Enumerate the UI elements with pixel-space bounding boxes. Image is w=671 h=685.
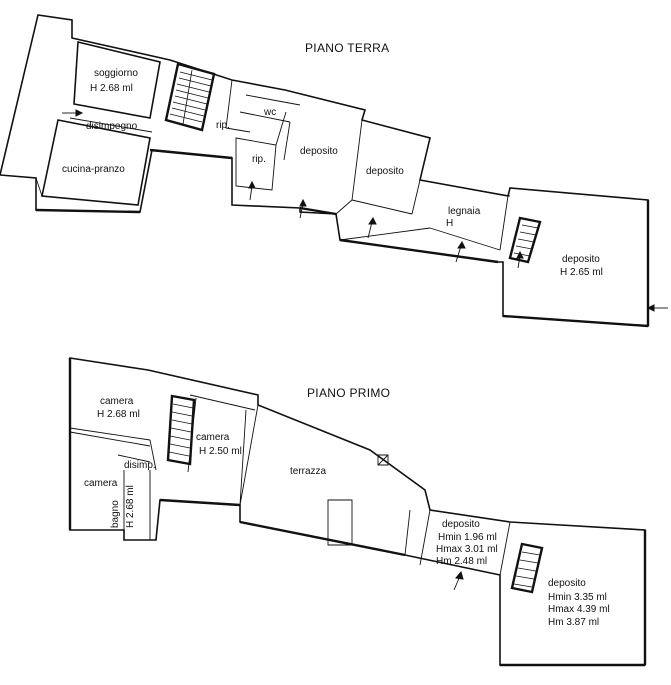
ground-floor-entrance-arrows [62,109,668,312]
room-hmin-deposito-5: Hmin 3.35 ml [548,592,607,603]
ground-floor-stair-2 [508,216,542,264]
room-label-terrazza: terrazza [290,466,327,477]
first-floor-thick-walls [68,358,647,667]
ground-floor-plan: PIANO TERRA soggiorno [0,14,668,328]
ground-floor-stair [164,62,216,132]
first-floor-stair [166,394,196,466]
room-height-camera-2: H 2.50 ml [199,446,242,457]
room-label-camera-3: camera [84,478,118,489]
room-label-disimp: disimp. [124,460,156,471]
first-floor-stair-2 [510,542,544,594]
first-floor-title: PIANO PRIMO [307,386,390,400]
room-hmax-deposito-4: Hmax 3.01 ml [436,544,498,555]
first-floor-chimney [377,454,389,466]
room-label-deposito-1: deposito [300,146,338,157]
room-label-deposito-3: deposito [562,254,600,265]
room-hmin-deposito-4: Hmin 1.96 ml [438,532,497,543]
room-height-bagno: H 2.68 ml [125,485,136,528]
room-label-camera-1: camera [100,396,134,407]
room-label-rip-1: rip. [216,120,230,131]
ground-floor-partitions [35,79,511,251]
room-hm-deposito-4: Hm 2.48 ml [436,556,487,567]
room-label-rip-2: rip. [252,154,266,165]
room-label-legnaia: legnaia [448,206,481,217]
room-label-wc: wc [263,107,276,118]
ground-floor-thick-walls [35,148,650,328]
room-height-soggiorno: H 2.68 ml [90,83,133,94]
room-label-camera-2: camera [196,432,230,443]
room-label-disimpegno: disimpegno [86,121,138,132]
room-label-cucina-pranzo: cucina-pranzo [62,164,125,175]
room-label-deposito-4: deposito [442,519,480,530]
room-hmax-deposito-5: Hmax 4.39 ml [548,604,610,615]
first-floor-entrance-arrows [453,570,464,591]
room-height-camera-1: H 2.68 ml [97,409,140,420]
room-label-deposito-5: deposito [548,578,586,589]
room-height-legnaia: H [446,218,453,229]
first-floor-plan: PIANO PRIMO camera H 2.68 ml camera H 2.… [68,357,647,667]
room-label-soggiorno: soggiorno [94,68,138,79]
room-label-bagno: bagno [110,500,121,528]
ground-floor-title: PIANO TERRA [305,41,389,55]
room-label-deposito-2: deposito [366,166,404,177]
room-hm-deposito-5: Hm 3.87 ml [548,617,599,628]
room-height-deposito-3: H 2.65 ml [560,267,603,278]
